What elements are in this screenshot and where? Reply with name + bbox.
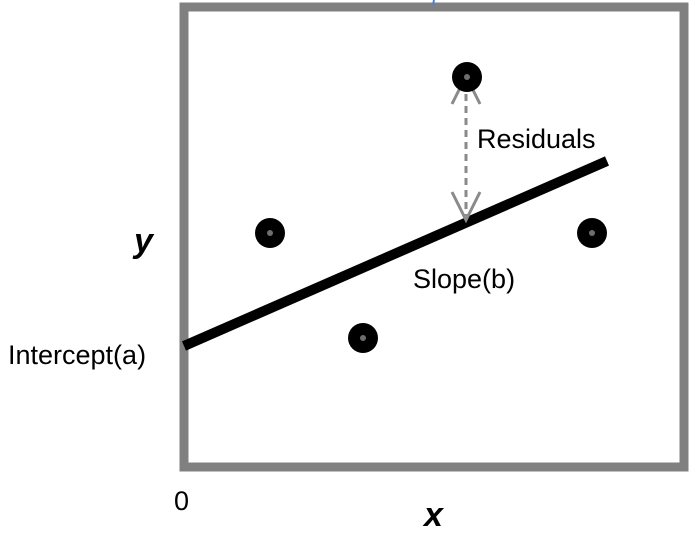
- slope-label: Slope(b): [413, 264, 516, 294]
- regression-line: [181, 156, 610, 351]
- data-point: [452, 62, 482, 92]
- residuals-label: Residuals: [477, 124, 596, 154]
- plot-frame: [179, 2, 689, 472]
- data-point: [577, 218, 607, 248]
- x-axis-label: x: [424, 496, 443, 534]
- residual-arrow: [450, 72, 482, 224]
- top-edge-mark: [432, 0, 435, 6]
- intercept-label: Intercept(a): [8, 340, 147, 370]
- data-point: [348, 323, 378, 353]
- data-point: [255, 218, 285, 248]
- y-axis-label: y: [134, 222, 153, 260]
- origin-label: 0: [174, 486, 190, 516]
